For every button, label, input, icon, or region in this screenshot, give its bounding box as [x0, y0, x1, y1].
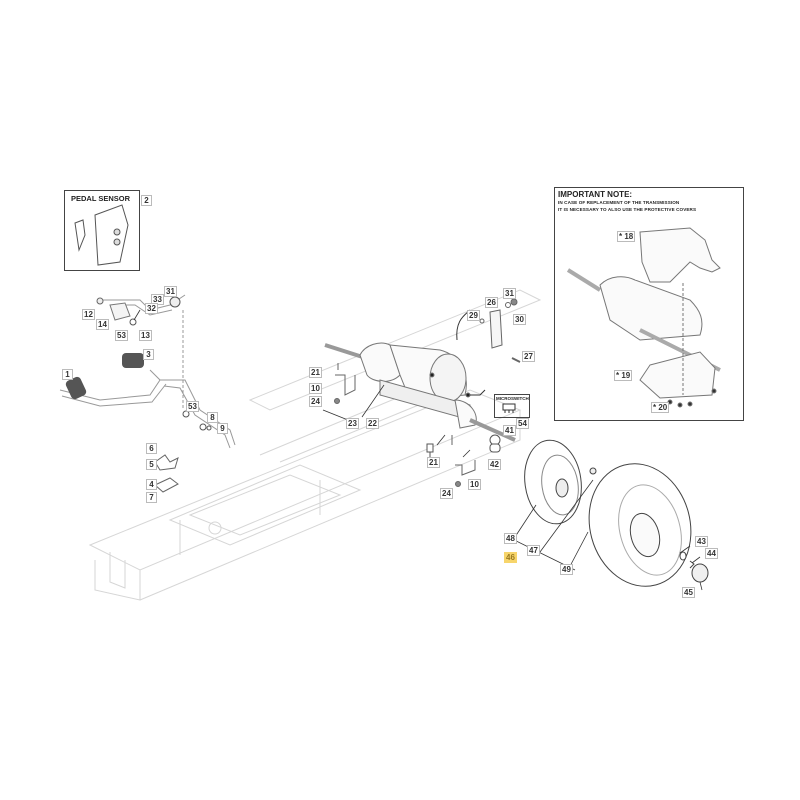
part-label-13[interactable]: 13: [139, 330, 152, 341]
important-note-title: IMPORTANT NOTE:: [558, 190, 633, 199]
part-label-2[interactable]: 2: [141, 195, 152, 206]
part-label-9[interactable]: 9: [217, 423, 228, 434]
clip-44: [689, 560, 695, 569]
bracket-26-assembly: [479, 298, 521, 363]
part-label-43[interactable]: 43: [695, 536, 708, 547]
axle-spacers: [426, 434, 501, 458]
part-label-31b[interactable]: 31: [503, 288, 516, 299]
part-label-30[interactable]: 30: [513, 314, 526, 325]
part-label-4[interactable]: 4: [146, 479, 157, 490]
part-label-10a[interactable]: 10: [309, 383, 322, 394]
part-label-53b[interactable]: 53: [186, 401, 199, 412]
bracket-14: [109, 302, 131, 321]
wheel-assembly: [524, 439, 709, 587]
part-label-8[interactable]: 8: [207, 412, 218, 423]
part-label-53[interactable]: 53: [115, 330, 128, 341]
important-note-line-2: IT IS NECESSARY TO ALSO USE THE PROTECTI…: [558, 207, 697, 212]
part-label-18[interactable]: * 18: [617, 231, 636, 242]
part-label-48[interactable]: 48: [504, 533, 517, 544]
part-label-1[interactable]: 1: [62, 369, 73, 380]
bolt-12: [96, 297, 104, 305]
washer-53: [129, 318, 137, 326]
part-label-5[interactable]: 5: [146, 459, 157, 470]
part-label-29[interactable]: 29: [467, 310, 480, 321]
part-label-47[interactable]: 47: [527, 545, 540, 556]
part-label-20[interactable]: * 20: [651, 402, 670, 413]
chassis-frame: [88, 289, 542, 601]
important-note-drawing: [566, 227, 721, 408]
part-label-7[interactable]: 7: [146, 492, 157, 503]
part-label-45[interactable]: 45: [682, 587, 695, 598]
pedal-pad-1: [65, 376, 87, 400]
nut-9: [206, 425, 212, 431]
part-label-3[interactable]: 3: [143, 349, 154, 360]
part-label-12[interactable]: 12: [82, 309, 95, 320]
part-label-24a[interactable]: 24: [309, 396, 322, 407]
part-label-46-highlighted[interactable]: 46: [504, 552, 517, 563]
part-label-6[interactable]: 6: [146, 443, 157, 454]
pedal-sensor-drawing: [74, 204, 129, 266]
part-label-10b[interactable]: 10: [468, 479, 481, 490]
important-note-line-1: IN CASE OF REPLACEMENT OF THE TRANSMISSI…: [558, 200, 680, 205]
microswitch-icon: [502, 403, 516, 413]
part-label-21b[interactable]: 21: [427, 457, 440, 468]
leader-lines: [133, 309, 703, 591]
washer-8: [199, 423, 207, 431]
pedal-sensor-box: [64, 190, 140, 271]
rim: [524, 439, 582, 525]
part-label-24b[interactable]: 24: [440, 488, 453, 499]
valve-47: [589, 467, 597, 475]
bracket-5: [154, 454, 179, 471]
microswitch-title: MICROSWITCH: [496, 396, 529, 401]
pedal-pad-3: [122, 353, 144, 368]
part-label-23[interactable]: 23: [346, 418, 359, 429]
part-label-31[interactable]: 31: [164, 286, 177, 297]
pedal-parts: [65, 296, 212, 493]
part-label-21a[interactable]: 21: [309, 367, 322, 378]
part-label-42[interactable]: 42: [488, 459, 501, 470]
important-note-box: [554, 187, 744, 421]
part-label-19[interactable]: * 19: [614, 370, 633, 381]
part-label-54[interactable]: 54: [516, 418, 529, 429]
part-label-14[interactable]: 14: [96, 319, 109, 330]
transmission: [324, 309, 516, 442]
part-label-44[interactable]: 44: [705, 548, 718, 559]
washer-43: [679, 551, 687, 561]
part-label-22[interactable]: 22: [366, 418, 379, 429]
part-label-32[interactable]: 32: [145, 303, 158, 314]
part-label-49[interactable]: 49: [560, 564, 573, 575]
part-label-27[interactable]: 27: [522, 351, 535, 362]
part-label-26[interactable]: 26: [485, 297, 498, 308]
plate-4: [154, 477, 179, 493]
pedal-sensor-title: PEDAL SENSOR: [71, 194, 131, 203]
cap-45: [691, 563, 709, 583]
pivot-31: [169, 296, 181, 308]
part-label-41[interactable]: 41: [503, 425, 516, 436]
microswitch-box: [494, 394, 530, 418]
brackets-10: [334, 363, 476, 487]
